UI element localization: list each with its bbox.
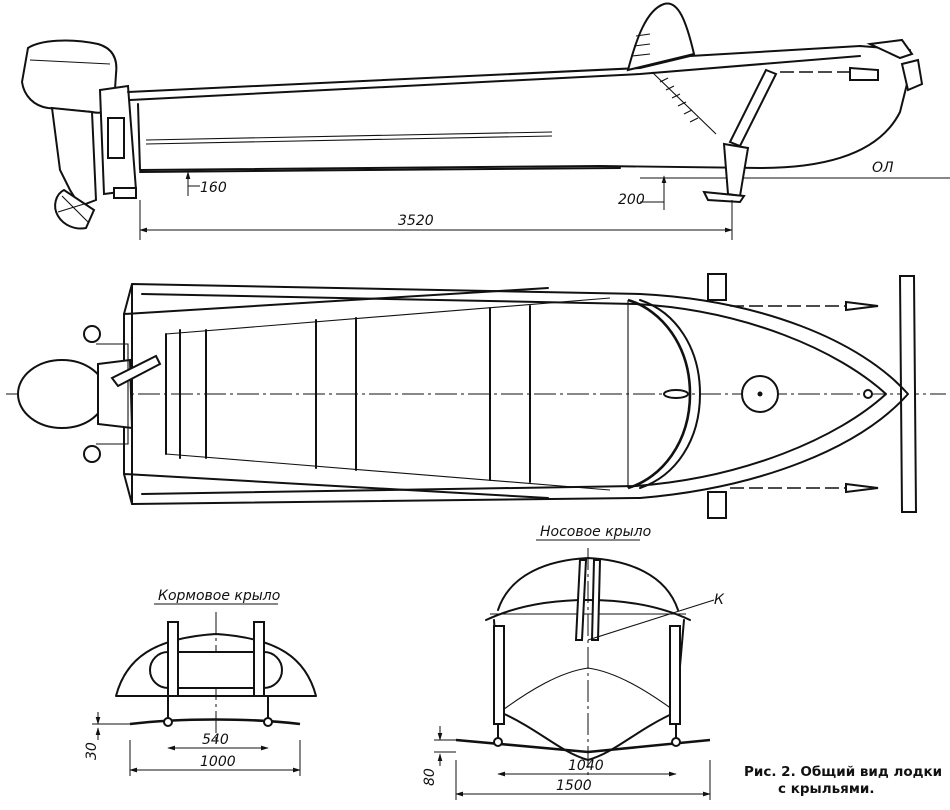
side-view: ОЛ — [20, 2, 950, 240]
outboard-motor-side — [20, 39, 138, 230]
bow-foil-title: Носовое крыло — [540, 524, 651, 540]
stern-foil-title: Кормовое крыло — [158, 588, 280, 604]
figure-caption: Рис. 2. Общий вид лодки с крыльями. — [744, 764, 950, 798]
dim-length: 3520 — [398, 213, 434, 229]
bow-foil-view: Носовое крыло К 80 1040 1500 — [422, 524, 725, 800]
bow-dim-height: 80 — [422, 768, 438, 786]
stern-dim-height: 30 — [84, 742, 100, 760]
hull-plan-outline — [131, 283, 909, 505]
stern-dim-inner: 540 — [202, 732, 229, 748]
caption-line-2: с крыльями. — [778, 781, 875, 797]
side-dimensions: 160 200 3520 — [139, 171, 733, 240]
bow-dim-inner: 1040 — [568, 758, 604, 774]
bow-dim-span: 1500 — [556, 778, 592, 794]
stern-dim-span: 1000 — [200, 754, 236, 770]
stern-foil-view: Кормовое крыло 30 540 1000 — [84, 588, 317, 776]
bow-callout-k: К — [714, 592, 725, 608]
outboard-motor-plan — [17, 325, 162, 463]
dim-stern-clearance: 160 — [200, 180, 227, 196]
waterline-label: ОЛ — [872, 160, 894, 176]
caption-line-1: Рис. 2. Общий вид лодки — [744, 764, 943, 780]
plan-view — [6, 273, 946, 519]
hull-side — [127, 2, 924, 204]
dim-bow-clearance: 200 — [618, 192, 645, 208]
